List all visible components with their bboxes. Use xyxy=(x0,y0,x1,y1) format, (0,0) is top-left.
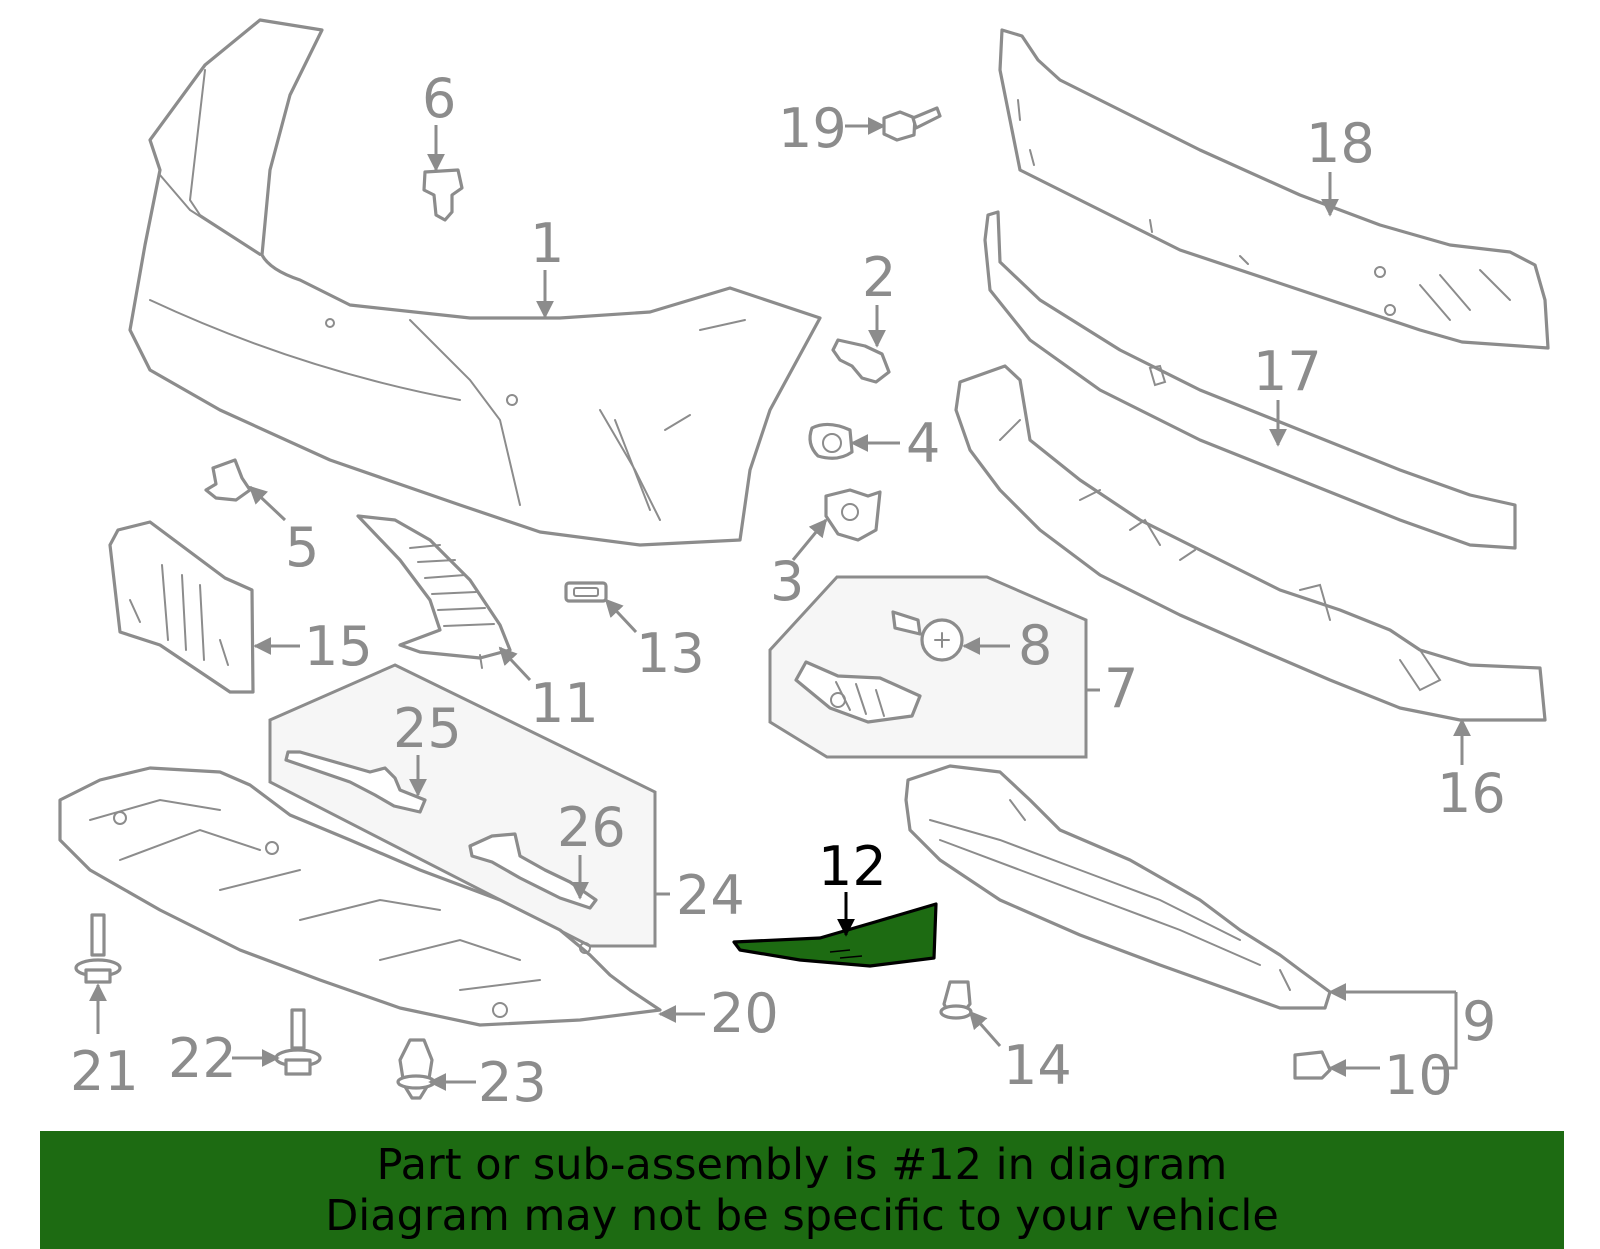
part-22-bolt xyxy=(274,1008,322,1076)
callout-8: 8 xyxy=(1018,614,1052,677)
callout-15: 15 xyxy=(304,615,373,678)
callout-20: 20 xyxy=(710,982,779,1045)
part-11-garnish xyxy=(356,514,512,669)
callout-16: 16 xyxy=(1437,762,1506,825)
info-banner: Part or sub-assembly is #12 in diagram D… xyxy=(40,1131,1564,1249)
callout-18: 18 xyxy=(1306,112,1375,175)
part-23-clip xyxy=(396,1038,436,1100)
part-2-clip xyxy=(831,338,891,384)
part-8-screw xyxy=(891,610,964,662)
part-7-bracket xyxy=(794,660,922,724)
callout-7: 7 xyxy=(1104,657,1138,720)
part-18-reinforcement xyxy=(998,28,1550,350)
callout-3: 3 xyxy=(770,550,804,613)
part-3-bracket xyxy=(824,488,882,542)
part-16-beam xyxy=(954,364,1547,722)
callout-10: 10 xyxy=(1384,1044,1453,1107)
callout-17: 17 xyxy=(1253,340,1322,403)
part-14-clip xyxy=(939,980,973,1020)
part-9-reinforcement xyxy=(904,764,1332,1010)
callout-12: 12 xyxy=(818,835,887,898)
part-4-sensor-holder xyxy=(808,422,854,460)
callout-23: 23 xyxy=(478,1051,547,1114)
banner-line-1: Part or sub-assembly is #12 in diagram xyxy=(376,1140,1228,1190)
part-19-bolt xyxy=(882,106,942,142)
part-1-bumper-cover xyxy=(128,18,822,547)
callout-5: 5 xyxy=(285,516,319,579)
callout-9: 9 xyxy=(1462,990,1496,1053)
part-15-license-bracket xyxy=(108,520,255,694)
part-5-clip xyxy=(204,458,252,502)
part-17-absorber xyxy=(983,210,1517,550)
callout-labels: 1 2 3 4 5 6 7 8 9 10 11 12 13 14 15 16 1… xyxy=(70,67,1506,1114)
callout-19: 19 xyxy=(778,97,847,160)
callout-6: 6 xyxy=(422,67,456,130)
part-26-bracket xyxy=(468,832,598,910)
part-10-clip xyxy=(1293,1050,1332,1080)
banner-line-2: Diagram may not be specific to your vehi… xyxy=(325,1191,1279,1241)
part-21-bolt xyxy=(74,913,122,984)
callout-14: 14 xyxy=(1003,1034,1072,1097)
callout-1: 1 xyxy=(530,212,564,275)
callout-2: 2 xyxy=(862,246,896,309)
callout-21: 21 xyxy=(70,1040,139,1103)
callout-11: 11 xyxy=(530,672,599,735)
callout-22: 22 xyxy=(168,1027,237,1090)
callout-13: 13 xyxy=(636,622,705,685)
part-20-under-cover xyxy=(58,766,662,1027)
part-13-plug xyxy=(564,581,608,603)
callout-25: 25 xyxy=(393,697,462,760)
callout-26: 26 xyxy=(557,796,626,859)
part-12-highlighted xyxy=(732,902,938,968)
callout-24: 24 xyxy=(676,864,745,927)
leader-lines xyxy=(89,117,1471,1091)
part-6-clip xyxy=(422,168,464,222)
callout-4: 4 xyxy=(906,412,940,475)
part-25-bracket xyxy=(284,750,427,814)
